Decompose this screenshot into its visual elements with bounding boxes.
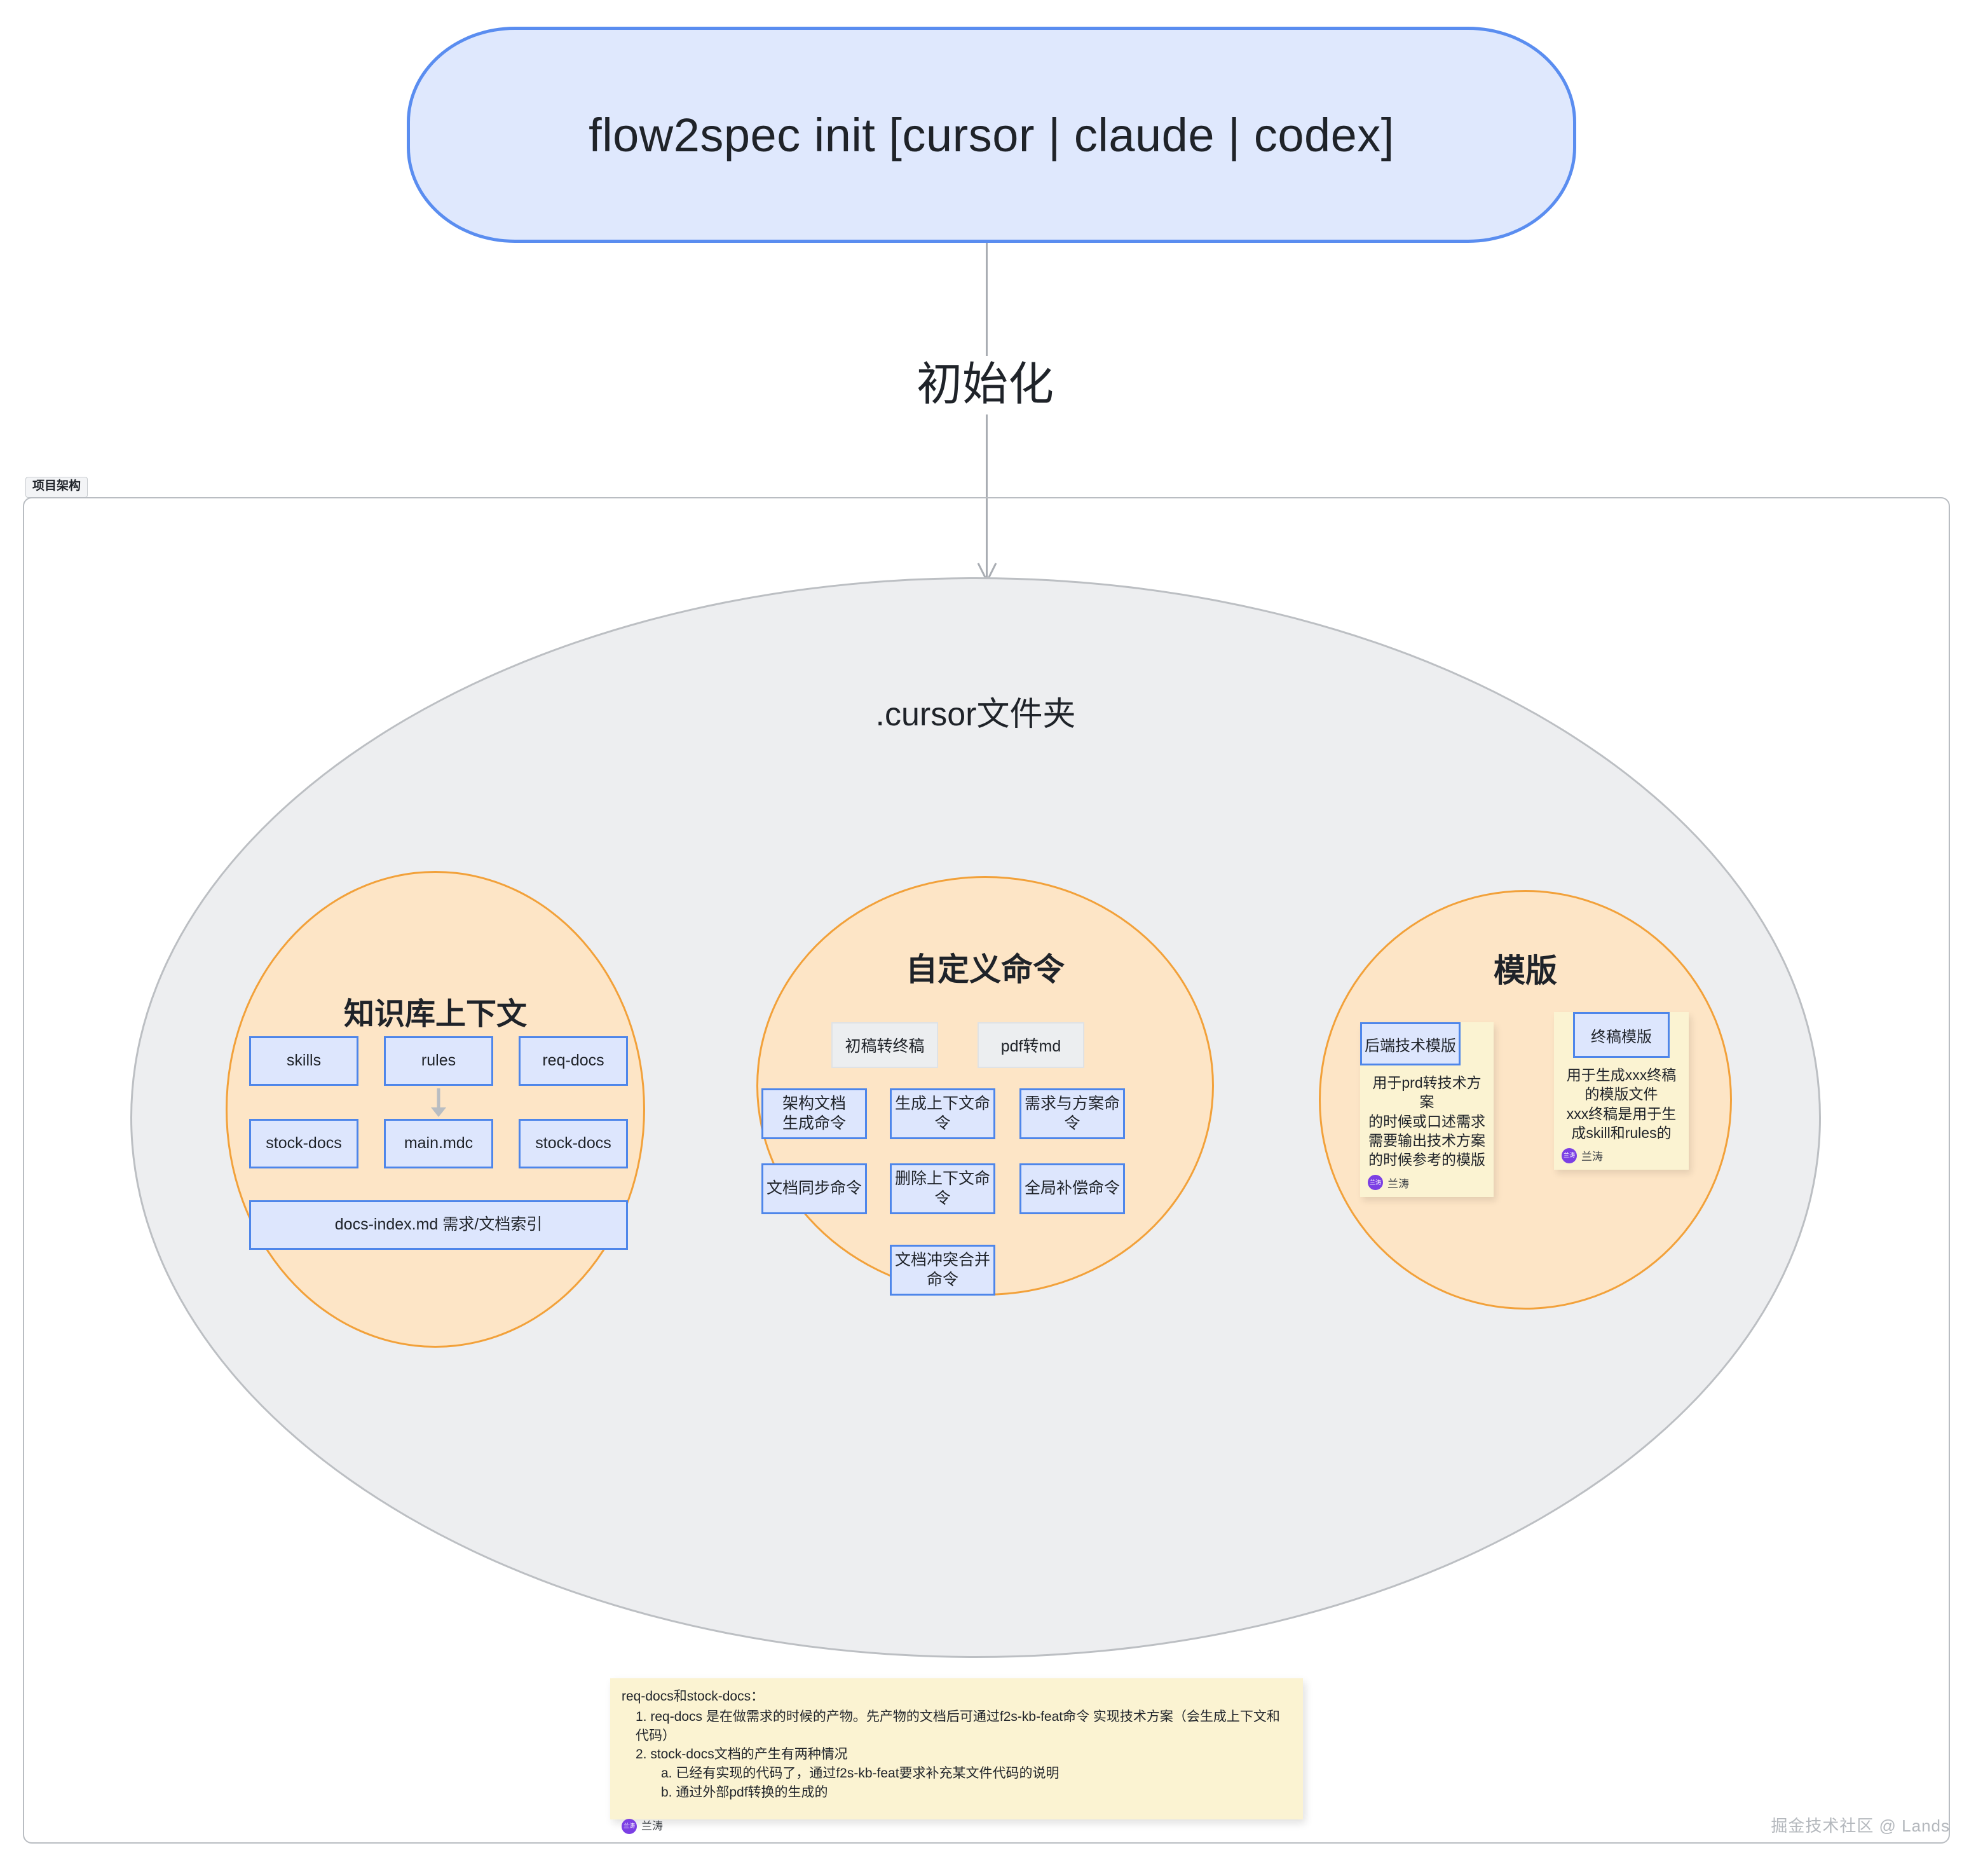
sticky-note-final-template[interactable]: 终稿模版 用于生成xxx终稿 的模版文件 xxx终稿是用于生 成skill和ru…	[1554, 1012, 1689, 1170]
node-delete-context[interactable]: 删除上下文命令	[890, 1163, 995, 1214]
node-stock-docs-2[interactable]: stock-docs	[519, 1119, 628, 1168]
note-title: req-docs和stock-docs：	[622, 1689, 765, 1704]
knowledge-base-title: 知识库上下文	[343, 997, 527, 1031]
command-node-label: flow2spec init [cursor | claude | codex]	[589, 108, 1394, 161]
node-req-and-plan[interactable]: 需求与方案命令	[1019, 1088, 1125, 1139]
cursor-folder-label: .cursor文件夹	[875, 696, 1076, 733]
node-draft-to-final[interactable]: 初稿转终稿	[831, 1022, 938, 1068]
custom-commands-title: 自定义命令	[906, 952, 1065, 987]
note-line: a. 已经有实现的代码了，通过f2s-kb-feat要求补充某文件代码的说明	[661, 1766, 1060, 1781]
sticky-body-final: 用于生成xxx终稿 的模版文件 xxx终稿是用于生 成skill和rules的	[1566, 1067, 1677, 1142]
node-main-mdc[interactable]: main.mdc	[384, 1119, 493, 1168]
node-rules[interactable]: rules	[384, 1036, 493, 1086]
connector-label: 初始化	[916, 359, 1054, 410]
node-docs-index[interactable]: docs-index.md 需求/文档索引	[249, 1200, 628, 1250]
note-line: b. 通过外部pdf转换的生成的	[661, 1785, 828, 1800]
avatar: 兰涛	[622, 1818, 637, 1834]
author-name: 兰涛	[1581, 1151, 1603, 1163]
command-node[interactable]: flow2spec init [cursor | claude | codex]	[407, 27, 1576, 243]
connector-line-bottom	[986, 414, 988, 579]
node-doc-conflict-merge[interactable]: 文档冲突合并命令	[890, 1245, 995, 1296]
node-pdf-to-md[interactable]: pdf转md	[978, 1022, 1084, 1068]
sticky-note-backend-template[interactable]: 后端技术模版 用于prd转技术方案 的时候或口述需求 需要输出技术方案 的时候参…	[1360, 1022, 1494, 1197]
watermark: 掘金技术社区 @ Lands	[1771, 1816, 1950, 1835]
group-label: 项目架构	[25, 477, 88, 498]
arrow-down-icon	[428, 1088, 449, 1118]
custom-commands-circle: 自定义命令	[756, 876, 1214, 1296]
author-name: 兰涛	[1387, 1177, 1409, 1190]
node-arch-doc-gen[interactable]: 架构文档 生成命令	[761, 1088, 867, 1139]
templates-title: 模版	[1494, 953, 1557, 989]
node-global-compensate[interactable]: 全局补偿命令	[1019, 1163, 1125, 1214]
node-stock-docs-1[interactable]: stock-docs	[249, 1119, 358, 1168]
avatar: 兰涛	[1368, 1175, 1383, 1191]
sticky-body-backend: 用于prd转技术方案 的时候或口述需求 需要输出技术方案 的时候参考的模版	[1368, 1074, 1485, 1168]
sticky-head-backend[interactable]: 后端技术模版	[1360, 1022, 1461, 1065]
note-line: 2. stock-docs文档的产生有两种情况	[636, 1747, 848, 1762]
avatar: 兰涛	[1562, 1147, 1577, 1163]
sticky-author-backend: 兰涛 兰涛	[1360, 1172, 1494, 1197]
project-architecture-group	[23, 497, 1950, 1844]
node-gen-context[interactable]: 生成上下文命令	[890, 1088, 995, 1139]
author-name: 兰涛	[641, 1819, 663, 1832]
connector-line-top	[986, 243, 988, 356]
node-skills[interactable]: skills	[249, 1036, 358, 1086]
sticky-author-final: 兰涛 兰涛	[1554, 1145, 1689, 1170]
node-req-docs[interactable]: req-docs	[519, 1036, 628, 1086]
note-author: 兰涛 兰涛	[622, 1818, 1291, 1834]
sticky-head-final[interactable]: 终稿模版	[1573, 1012, 1670, 1058]
node-doc-sync[interactable]: 文档同步命令	[761, 1163, 867, 1214]
note-line: 1. req-docs 是在做需求的时候的产物。先产物的文档后可通过f2s-kb…	[636, 1709, 1280, 1743]
explanation-note[interactable]: req-docs和stock-docs： 1. req-docs 是在做需求的时…	[610, 1678, 1303, 1834]
